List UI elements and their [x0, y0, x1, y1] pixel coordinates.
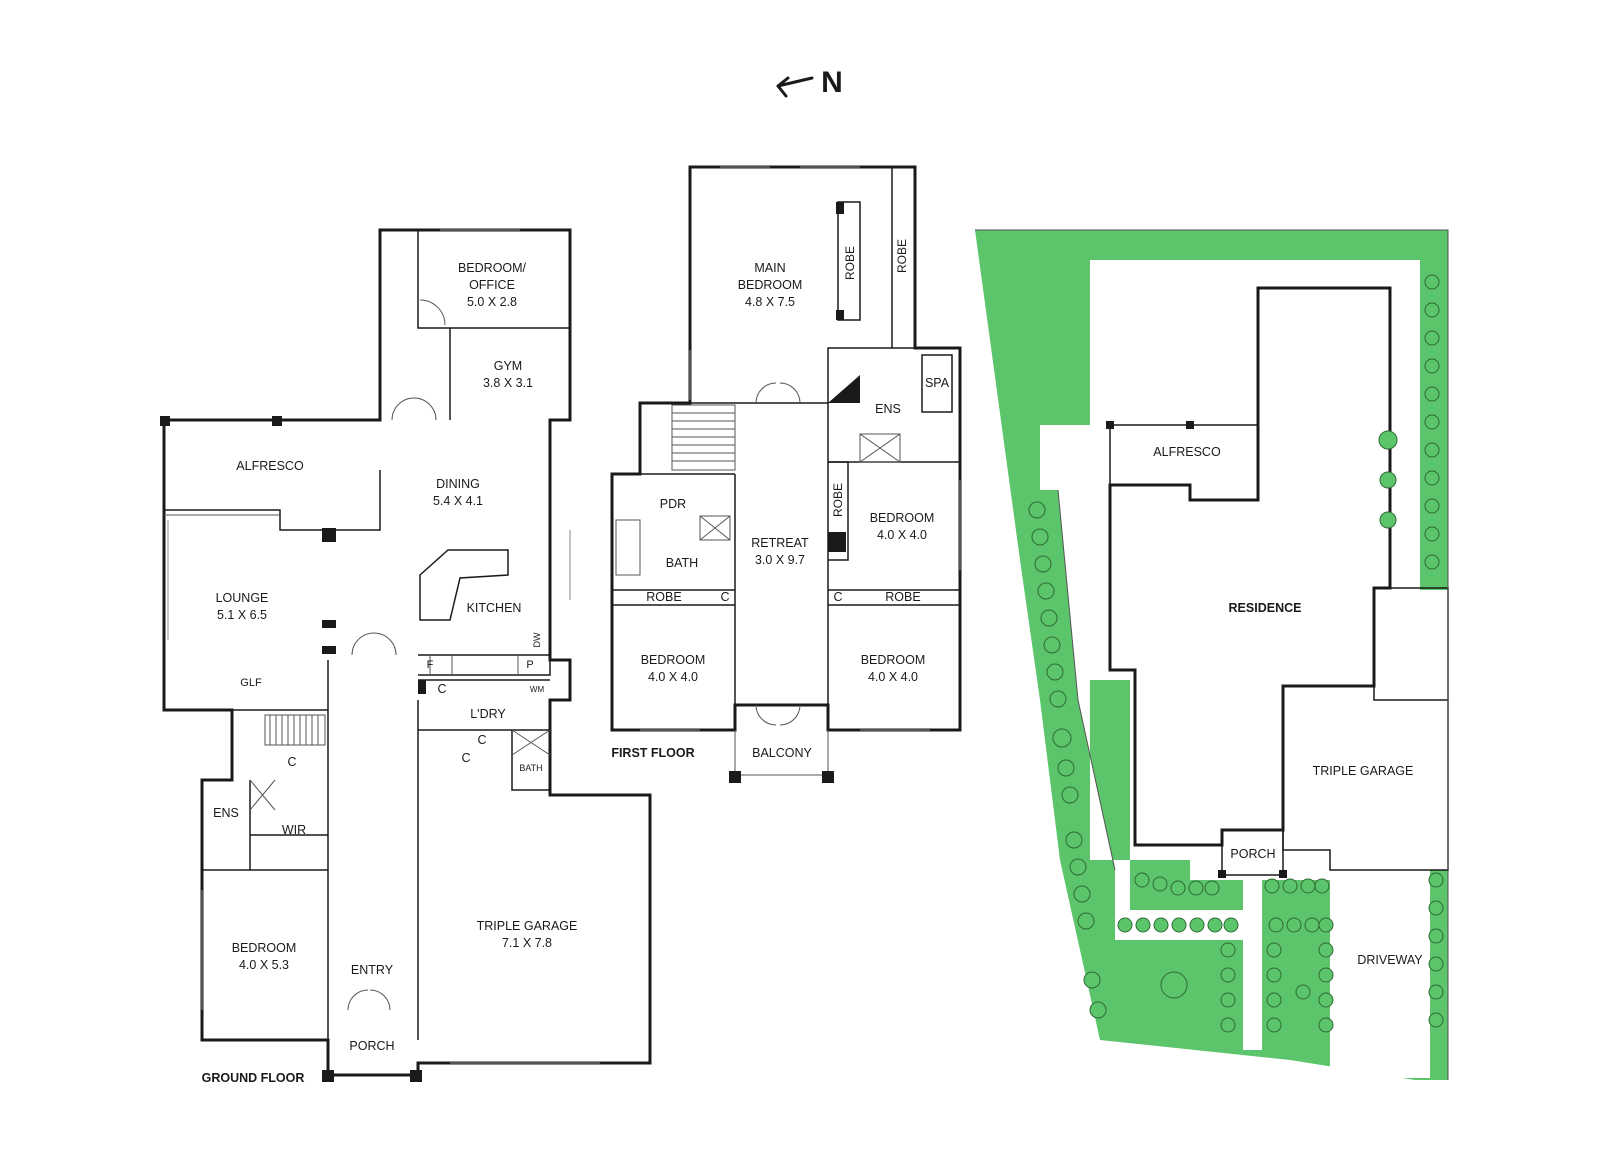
first-floor-plan: MAIN BEDROOM 4.8 X 7.5 ROBE ROBE SPA ENS… — [610, 165, 962, 783]
tree-row-left — [1028, 501, 1107, 1019]
gf-porch-label: PORCH — [349, 1039, 394, 1053]
site-porch-label: PORCH — [1230, 847, 1275, 861]
laundry-label: L'DRY — [470, 707, 506, 721]
stair-cupboard-label: C — [287, 755, 296, 769]
spa-label: SPA — [925, 376, 950, 390]
robe-left-label: ROBE — [646, 590, 681, 604]
gf-garage-label: TRIPLE GARAGE — [477, 919, 578, 933]
main-robe-2-label: ROBE — [895, 239, 909, 273]
bedroom-ne-label: BEDROOM — [870, 511, 935, 525]
lounge-label: LOUNGE — [216, 591, 269, 605]
balcony-label: BALCONY — [752, 746, 812, 760]
gym-size: 3.8 X 3.1 — [483, 376, 533, 390]
gf-bath-label: BATH — [519, 763, 542, 773]
dw-label: DW — [532, 632, 542, 647]
ground-floor-plan: BEDROOM/ OFFICE 5.0 X 2.8 GYM 3.8 X 3.1 … — [160, 228, 652, 1085]
main-bedroom-label-1: MAIN — [754, 261, 785, 275]
wm-label: WM — [530, 685, 545, 694]
laundry-c2-label: C — [477, 733, 486, 747]
pantry-label: P — [526, 659, 533, 671]
ff-bath-label: BATH — [666, 556, 698, 570]
retreat-label: RETREAT — [751, 536, 809, 550]
gf-bedroom-size: 4.0 X 5.3 — [239, 958, 289, 972]
alfresco-label: ALFRESCO — [236, 459, 304, 473]
laundry-cupboard-label: C — [437, 682, 446, 696]
lounge-size: 5.1 X 6.5 — [217, 608, 267, 622]
gf-ens-label: ENS — [213, 806, 239, 820]
bedroom-ne-size: 4.0 X 4.0 — [877, 528, 927, 542]
main-robe-1-label: ROBE — [843, 246, 857, 280]
site-plan: ALFRESCO RESIDENCE TRIPLE GARAGE PORCH D… — [975, 229, 1449, 1080]
dining-label: DINING — [436, 477, 480, 491]
retreat-size: 3.0 X 9.7 — [755, 553, 805, 567]
glf-label: GLF — [240, 677, 262, 689]
gf-garage-size: 7.1 X 7.8 — [502, 936, 552, 950]
fridge-label: F — [427, 659, 434, 671]
main-bedroom-label-2: BEDROOM — [738, 278, 803, 292]
site-residence-label: RESIDENCE — [1229, 601, 1302, 615]
gym-label: GYM — [494, 359, 522, 373]
north-arrow-icon — [776, 76, 814, 98]
ground-floor-title: GROUND FLOOR — [202, 1071, 305, 1085]
bedroom-se-size: 4.0 X 4.0 — [868, 670, 918, 684]
laundry-c3-label: C — [461, 751, 470, 765]
robe-right-label: ROBE — [885, 590, 920, 604]
tree-hedge-front — [1117, 872, 1334, 1033]
bedroom-sw-size: 4.0 X 4.0 — [648, 670, 698, 684]
gf-bedroom-label: BEDROOM — [232, 941, 297, 955]
bedroom-sw-label: BEDROOM — [641, 653, 706, 667]
first-floor-title: FIRST FLOOR — [611, 746, 694, 760]
pdr-label: PDR — [660, 497, 686, 511]
robe-vertical-label: ROBE — [831, 483, 845, 517]
tree-row-right — [1378, 274, 1444, 1028]
site-garage-label: TRIPLE GARAGE — [1313, 764, 1414, 778]
ff-ens-label: ENS — [875, 402, 901, 416]
site-driveway-label: DRIVEWAY — [1357, 953, 1423, 967]
c-left-label: C — [720, 590, 729, 604]
kitchen-label: KITCHEN — [467, 601, 522, 615]
c-right-label: C — [833, 590, 842, 604]
bedroom-se-label: BEDROOM — [861, 653, 926, 667]
bedroom-office-label-2: OFFICE — [469, 278, 515, 292]
site-alfresco-label: ALFRESCO — [1153, 445, 1221, 459]
wir-label: WIR — [282, 823, 306, 837]
bedroom-office-size: 5.0 X 2.8 — [467, 295, 517, 309]
bedroom-office-label-1: BEDROOM/ — [458, 261, 527, 275]
dining-size: 5.4 X 4.1 — [433, 494, 483, 508]
north-compass: N — [776, 66, 843, 99]
main-bedroom-size: 4.8 X 7.5 — [745, 295, 795, 309]
north-label: N — [821, 66, 843, 99]
entry-label: ENTRY — [351, 963, 394, 977]
